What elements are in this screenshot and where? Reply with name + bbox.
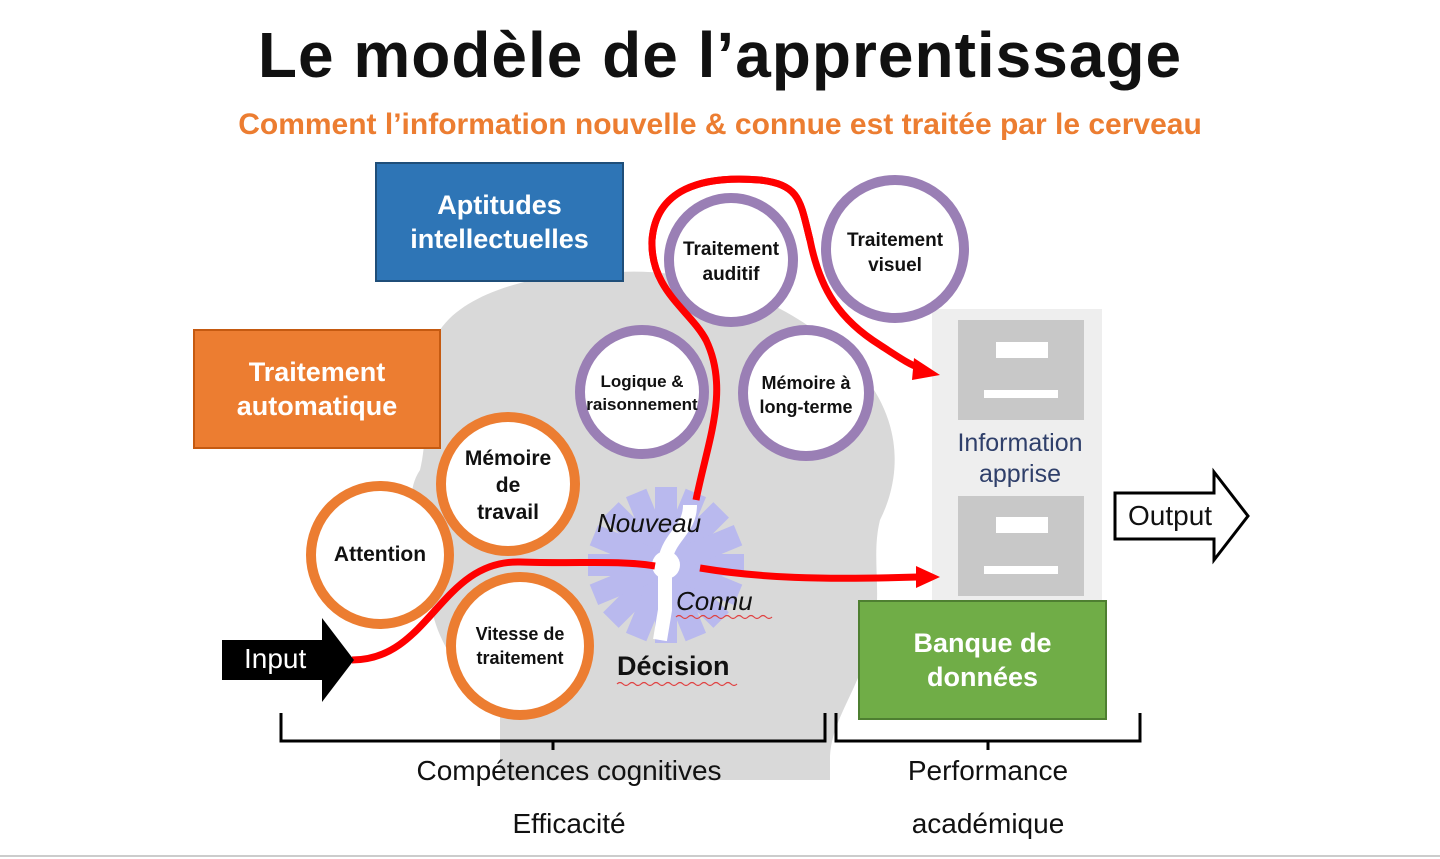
bracket-academic xyxy=(834,713,1142,750)
box-aptitudes-label: Aptitudes intellectuelles xyxy=(410,190,589,254)
label-performance: Performance xyxy=(907,755,1069,786)
label-logique: Logique & raisonnement xyxy=(586,372,698,414)
label-information-apprise: Information apprise xyxy=(957,429,1083,488)
circle-attention xyxy=(306,481,454,629)
drawer-top xyxy=(958,320,1084,420)
box-banque-label: Banque de données xyxy=(913,628,1052,692)
output-arrow xyxy=(1113,467,1250,565)
label-visuel: Traitement visuel xyxy=(846,230,944,276)
label-academique: académique xyxy=(911,808,1065,839)
box-banque-donnees: Banque de données xyxy=(858,600,1107,720)
bracket-cognitive xyxy=(279,713,827,750)
box-traitement-automatique: Traitement automatique xyxy=(193,329,441,449)
label-nouveau: Nouveau xyxy=(597,508,702,538)
box-traitement-automatique-label: Traitement automatique xyxy=(236,357,398,421)
circle-visuel xyxy=(821,175,969,323)
input-arrow xyxy=(222,618,354,702)
red-flow-main xyxy=(351,558,656,664)
label-auditif: Traitement auditif xyxy=(682,239,780,285)
label-connu: Connu xyxy=(676,586,753,616)
red-flow-known xyxy=(699,564,919,582)
circle-auditif xyxy=(664,193,798,327)
label-output: Output xyxy=(1128,500,1213,531)
circle-vitesse xyxy=(446,572,594,720)
page-subtitle: Comment l’information nouvelle & connue … xyxy=(238,108,1202,141)
circle-memoire-travail xyxy=(436,412,580,556)
label-efficacite: Efficacité xyxy=(512,808,626,839)
circle-long-terme xyxy=(738,325,874,461)
label-memoire-travail: Mémoire de travail xyxy=(464,446,552,524)
label-long-terme: Mémoire à long-terme xyxy=(759,373,853,417)
label-attention: Attention xyxy=(333,543,427,566)
drawer-bottom xyxy=(958,496,1084,596)
circle-logique xyxy=(575,325,709,459)
label-decision: Décision xyxy=(617,651,730,681)
label-input: Input xyxy=(244,643,307,674)
page-title: Le modèle de l’apprentissage xyxy=(257,19,1183,91)
box-aptitudes: Aptitudes intellectuelles xyxy=(375,162,624,282)
label-vitesse: Vitesse de traitement xyxy=(475,624,565,668)
label-competences: Compétences cognitives xyxy=(416,755,722,786)
